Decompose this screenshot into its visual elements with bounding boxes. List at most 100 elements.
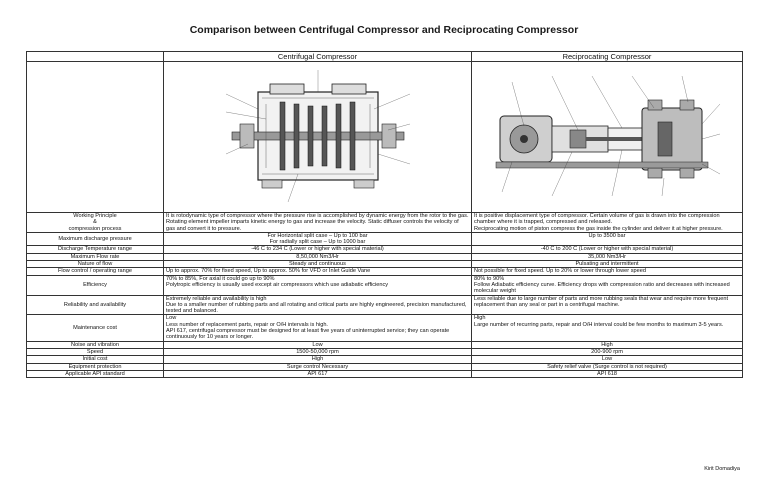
table-row: Efficiency 70% to 85%, For axial it could… — [26, 274, 743, 296]
row-label: Applicable API standard — [26, 369, 164, 379]
centrifugal-value: It is rotodynamic type of compressor whe… — [163, 212, 472, 233]
centrifugal-value: Extremely reliable and availability is h… — [163, 294, 472, 316]
row-label: Working Principle&compression process — [26, 212, 164, 233]
row-label-text: Discharge Temperature range — [58, 246, 132, 253]
row-label: Noise and vibration — [26, 340, 164, 349]
row-label: Discharge Temperature range — [26, 245, 164, 254]
centrifugal-value: 1500-50,000 rpm — [163, 347, 472, 357]
centrifugal-image-cell — [163, 61, 472, 213]
centrifugal-value-text: Up to approx. 70% for fixed speed, Up to… — [166, 268, 371, 275]
row-label-text: Initial cost — [82, 356, 108, 363]
centrifugal-value-text: Extremely reliable and availability is h… — [166, 295, 267, 302]
table-header-row: Centrifugal Compressor Reciprocating Com… — [26, 51, 743, 62]
table-row: Nature of flow Steady and continuous Pulsa… — [26, 260, 743, 269]
row-label-text: Noise and vibration — [71, 341, 119, 348]
centrifugal-value: High — [163, 355, 472, 364]
centrifugal-value-text: -46 C to 234 C (Lower or higher with spe… — [251, 246, 384, 253]
header-blank-cell — [26, 51, 164, 62]
table-row: Initial cost High Low — [26, 355, 743, 364]
reciprocating-value-text: Not possible for fixed speed. Up to 20% … — [474, 268, 646, 275]
reciprocating-value: 80% to 90%Follow Adiabatic efficiency cu… — [471, 274, 743, 296]
reciprocating-value: -40 C to 200 C (Lower or higher with spe… — [471, 245, 743, 254]
row-label-text: Speed — [86, 348, 104, 355]
centrifugal-value-text: High — [311, 356, 324, 363]
centrifugal-value-text: 8,50,000 Nm3/Hr — [296, 253, 339, 260]
image-row — [26, 61, 743, 213]
row-label-text: Applicable API standard — [65, 370, 125, 377]
comparison-table: Centrifugal Compressor Reciprocating Com… — [26, 51, 743, 379]
centrifugal-compressor-drawing — [225, 70, 410, 203]
row-label-text: Maximum Flow rate — [70, 253, 120, 260]
row-label: Initial cost — [26, 355, 164, 364]
reciprocating-value-text: -40 C to 200 C (Lower or higher with spe… — [540, 246, 674, 253]
centrifugal-value: Surge control Necessary — [163, 362, 472, 371]
row-label-text: Maximum discharge pressure — [58, 236, 132, 243]
reciprocating-value-text: Follow Adiabatic efficiency curve. Effic… — [474, 281, 730, 295]
centrifugal-value-text: Due to a smaller number of rubbing parts… — [166, 301, 467, 315]
centrifugal-value-text: It is rotodynamic type of compressor whe… — [166, 213, 469, 219]
centrifugal-value: API 617 — [163, 369, 472, 379]
reciprocating-value-text: 35,000 Nm3/Hr — [588, 253, 626, 260]
centrifugal-value-text: Steady and continuous — [289, 261, 346, 268]
row-label-text: Working Principle — [73, 213, 117, 219]
reciprocating-value: 200-900 rpm — [471, 347, 743, 357]
reciprocating-value-text: API 618 — [597, 370, 617, 377]
centrifugal-value-text: Low — [312, 341, 323, 348]
reciprocating-value: Up to 3500 bar — [471, 231, 743, 247]
centrifugal-value-text: 1500-50,000 rpm — [296, 348, 339, 355]
centrifugal-value-text: Surge control Necessary — [286, 363, 349, 370]
table-row: Maximum Flow rate 8,50,000 Nm3/Hr 35,000 N… — [26, 252, 743, 262]
reciprocating-value-text: It is positive displacement type of comp… — [474, 213, 720, 226]
centrifugal-value: 70% to 85%, For axial it could go up to … — [163, 274, 472, 296]
centrifugal-value-text: Rotating element impeller imparts kineti… — [166, 219, 459, 232]
reciprocating-compressor-drawing — [495, 75, 721, 197]
table-row: Equipment protection Surge control Necess… — [26, 362, 743, 371]
centrifugal-value-text: API 617 — [307, 370, 328, 377]
header-centrifugal: Centrifugal Compressor — [163, 51, 472, 62]
centrifugal-value-text: API 617, centrifugal compressor must be … — [166, 328, 450, 341]
row-label: Efficiency — [26, 274, 164, 296]
row-label-text: Nature of flow — [77, 261, 113, 268]
centrifugal-value: 8,50,000 Nm3/Hr — [163, 252, 472, 262]
row-label: Nature of flow — [26, 260, 164, 269]
reciprocating-value-text: Safety relief valve (Surge control is no… — [547, 363, 667, 370]
row-label: Equipment protection — [26, 362, 164, 371]
reciprocating-value: 35,000 Nm3/Hr — [471, 252, 743, 262]
row-label: Maximum discharge pressure — [26, 231, 164, 247]
reciprocating-value-text: Up to 3500 bar — [588, 232, 626, 239]
row-label-text: Equipment protection — [68, 363, 122, 370]
reciprocating-value-text: Less reliable due to large number of par… — [474, 295, 729, 308]
row-label: Flow control / operating range — [26, 267, 164, 276]
row-label: Maximum Flow rate — [26, 252, 164, 262]
centrifugal-value-text: Less number of replacement parts, repair… — [166, 321, 328, 328]
image-row-label-cell — [26, 61, 164, 213]
author-credit: Kirit Domadiya — [704, 466, 740, 472]
reciprocating-image-cell — [471, 61, 743, 213]
row-label-text: compression process — [68, 225, 122, 232]
reciprocating-value: It is positive displacement type of comp… — [471, 212, 743, 233]
table-row: Speed 1500-50,000 rpm 200-900 rpm — [26, 347, 743, 357]
reciprocating-value-text: Reciprocating motion of piston compress … — [474, 225, 723, 232]
centrifugal-value: Steady and continuous — [163, 260, 472, 269]
row-label-text: Maintenance cost — [73, 324, 117, 331]
row-label-text: & — [93, 219, 97, 226]
reciprocating-value-text: 200-900 rpm — [591, 348, 623, 355]
reciprocating-value: Not possible for fixed speed. Up to 20% … — [471, 267, 743, 276]
reciprocating-value: Safety relief valve (Surge control is no… — [471, 362, 743, 371]
reciprocating-value: API 618 — [471, 369, 743, 379]
reciprocating-value-text: Low — [601, 356, 613, 363]
table-row: Noise and vibration Low High — [26, 340, 743, 349]
reciprocating-value: High — [471, 340, 743, 349]
reciprocating-value-text: Pulsating and intermittent — [575, 261, 639, 268]
reciprocating-value-text: 80% to 90% — [474, 275, 505, 282]
centrifugal-value-text: Low — [166, 315, 177, 322]
reciprocating-value-text: High — [474, 315, 486, 322]
row-label-text: Efficiency — [83, 281, 107, 288]
centrifugal-value: -46 C to 234 C (Lower or higher with spe… — [163, 245, 472, 254]
